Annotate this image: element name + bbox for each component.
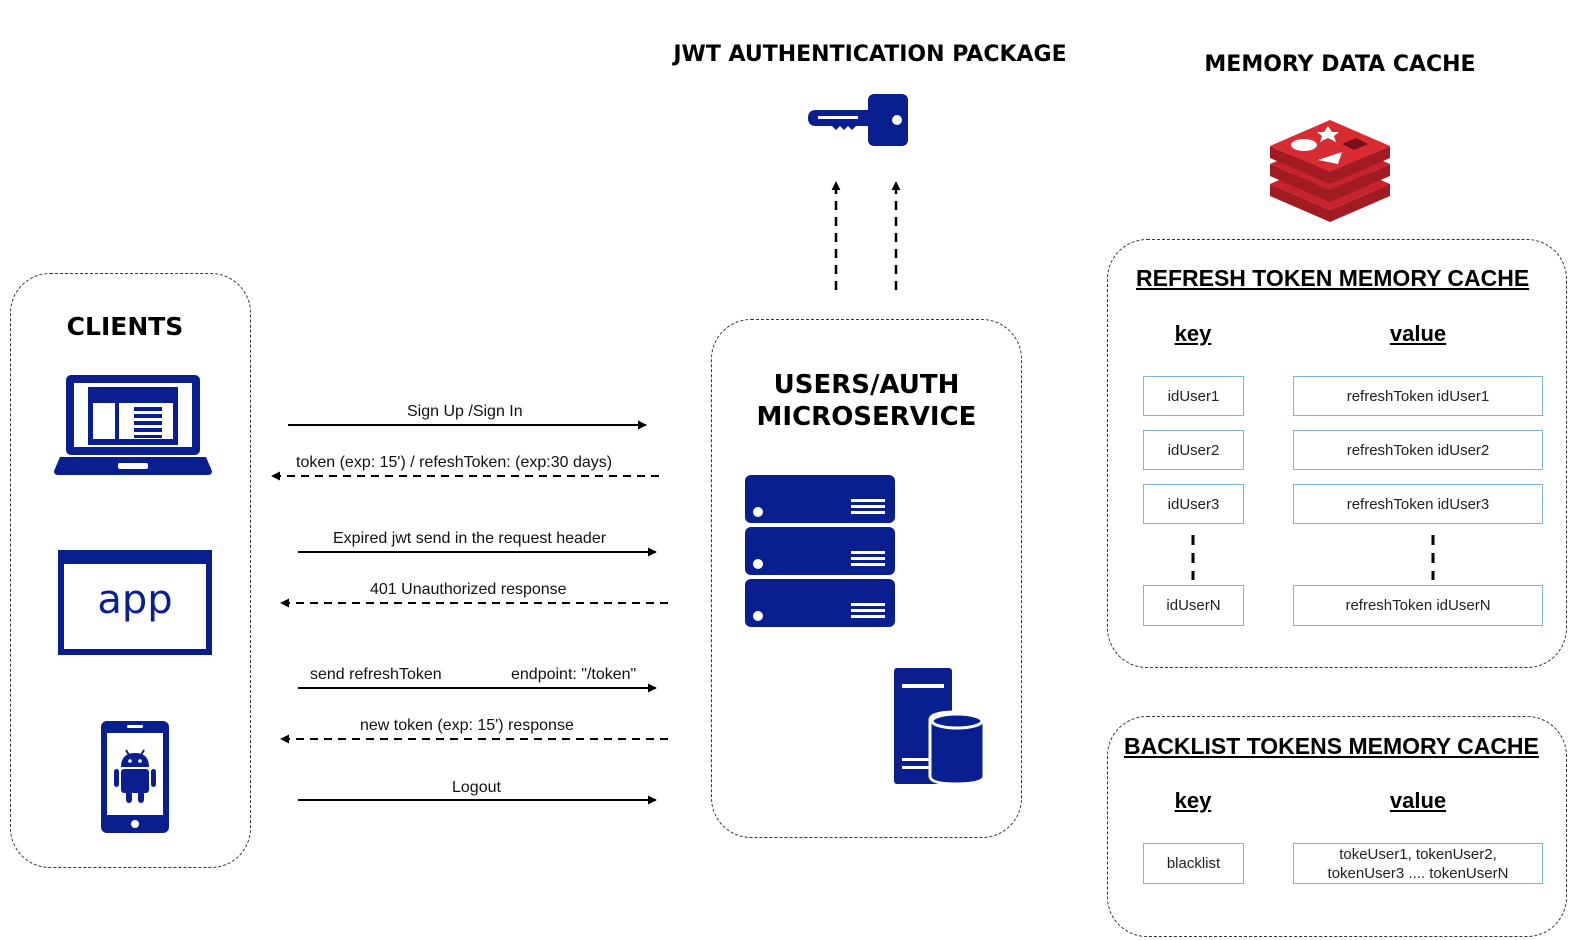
- blacklist-key-header: key: [1174, 788, 1212, 813]
- unauthorized-label: 401 Unauthorized response: [370, 581, 567, 598]
- endpoint-label: endpoint: "/token": [511, 666, 637, 683]
- signup-label: Sign Up /Sign In: [407, 403, 523, 420]
- refresh-key-cell: idUser1: [1143, 376, 1244, 416]
- laptop-icon: [54, 375, 212, 475]
- android-phone-icon: [101, 721, 169, 833]
- refresh-value-cell: refreshToken idUser3: [1293, 484, 1543, 524]
- key-icon: [808, 94, 908, 146]
- server-stack-icon: [745, 475, 895, 627]
- blacklist-cache-title: BACKLIST TOKENS MEMORY CACHE: [1124, 733, 1539, 759]
- expired-jwt-label: Expired jwt send in the request header: [333, 530, 607, 547]
- logout-label: Logout: [452, 779, 501, 796]
- microservice-title-line2: MICROSERVICE: [756, 402, 977, 432]
- app-label: app: [97, 576, 173, 623]
- microservice-group: [711, 319, 1022, 838]
- token-response-label: token (exp: 15') / refeshToken: (exp:30 …: [296, 454, 613, 471]
- refresh-key-header: key: [1174, 321, 1212, 346]
- memory-cache-title: MEMORY DATA CACHE: [1204, 52, 1476, 77]
- microservice-title-line1: USERS/AUTH: [773, 370, 960, 400]
- refresh-cache-group: [1107, 239, 1567, 668]
- refresh-value-header: value: [1389, 321, 1447, 346]
- redis-icon: [1270, 120, 1390, 222]
- send-refresh-label: send refreshToken: [310, 666, 442, 683]
- refresh-value-cell: refreshToken idUser2: [1293, 430, 1543, 470]
- refresh-cache-title: REFRESH TOKEN MEMORY CACHE: [1136, 265, 1530, 291]
- blacklist-value-header: value: [1389, 788, 1447, 813]
- refresh-value-cell: refreshToken idUserN: [1293, 585, 1543, 626]
- jwt-package-title: JWT AUTHENTICATION PACKAGE: [673, 42, 1067, 67]
- clients-group: [10, 273, 251, 868]
- clients-title: CLIENTS: [66, 312, 184, 341]
- app-window-icon: app: [58, 550, 212, 655]
- refresh-key-cell: idUser2: [1143, 430, 1244, 470]
- refresh-value-cell: refreshToken idUser1: [1293, 376, 1543, 416]
- refresh-key-cell: idUserN: [1143, 585, 1244, 626]
- blacklist-value-line2: tokenUser3 .... tokenUserN: [1327, 864, 1509, 882]
- refresh-key-cell: idUser3: [1143, 484, 1244, 524]
- blacklist-value-line1: tokeUser1, tokenUser2,: [1339, 845, 1497, 863]
- blacklist-value-cell: tokeUser1, tokenUser2, tokenUser3 .... t…: [1293, 843, 1543, 884]
- new-token-label: new token (exp: 15') response: [360, 717, 574, 734]
- blacklist-key-cell: blacklist: [1143, 843, 1244, 884]
- database-server-icon: [894, 668, 986, 786]
- blacklist-cache-group: [1107, 716, 1567, 937]
